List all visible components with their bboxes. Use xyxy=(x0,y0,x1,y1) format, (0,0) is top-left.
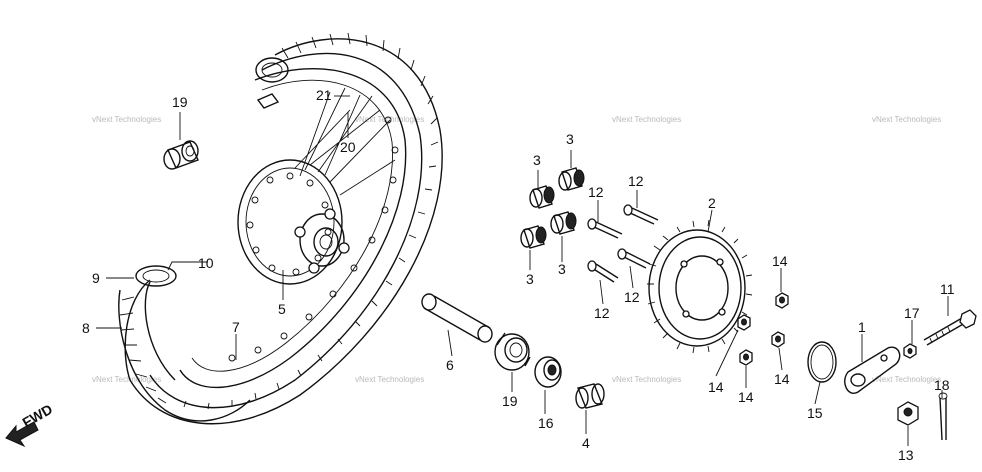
damper-parts-3 xyxy=(520,167,585,249)
damper xyxy=(529,185,555,209)
bolt-part-11 xyxy=(923,309,977,346)
callout-9: 9 xyxy=(92,270,100,286)
callout-12: 12 xyxy=(594,305,610,321)
nut-part-17 xyxy=(903,343,917,359)
watermark-text: vNext Technologies xyxy=(612,115,681,124)
wheel-assembly xyxy=(118,32,443,425)
watermark-text: vNext Technologies xyxy=(92,115,161,124)
callout-19-bottom: 19 xyxy=(502,393,518,409)
callout-12: 12 xyxy=(624,289,640,305)
collar-part-4 xyxy=(575,383,605,409)
nut-parts-14 xyxy=(737,292,789,366)
callout-21: 21 xyxy=(316,87,332,103)
watermark-text: vNext Technologies xyxy=(872,375,941,384)
fwd-direction-indicator: FWD xyxy=(5,401,56,448)
callout-17: 17 xyxy=(904,305,920,321)
hub-holes xyxy=(246,172,332,276)
damper xyxy=(520,225,547,249)
tube-opening xyxy=(135,265,177,287)
watermark-text: vNext Technologies xyxy=(612,375,681,384)
callout-8: 8 xyxy=(82,320,90,336)
watermark-text: vNext Technologies xyxy=(92,375,161,384)
watermark-text: vNext Technologies xyxy=(355,375,424,384)
callout-18: 18 xyxy=(934,377,950,393)
callout-3: 3 xyxy=(558,261,566,277)
callout-13: 13 xyxy=(898,447,914,463)
watermark-text: vNext Technologies xyxy=(355,115,424,124)
callout-3: 3 xyxy=(566,131,574,147)
leader-lines xyxy=(96,95,949,446)
callout-20: 20 xyxy=(340,139,356,155)
callout-7: 7 xyxy=(232,319,240,335)
bearing-part-19-bottom xyxy=(494,332,531,371)
callout-12: 12 xyxy=(628,173,644,189)
callout-16: 16 xyxy=(538,415,554,431)
callout-3: 3 xyxy=(533,152,541,168)
callout-14: 14 xyxy=(738,389,754,405)
nut-part-13 xyxy=(897,401,919,426)
damper xyxy=(550,211,577,235)
stud-parts-12 xyxy=(587,204,659,283)
sprocket-part-2 xyxy=(647,219,753,354)
bearing-part-19-top xyxy=(163,140,199,170)
tire-section-top xyxy=(255,57,289,83)
adjuster-part-1 xyxy=(844,346,901,394)
callout-2: 2 xyxy=(708,195,716,211)
callout-14: 14 xyxy=(774,371,790,387)
seal-part-16 xyxy=(534,356,562,388)
callout-5: 5 xyxy=(278,301,286,317)
callout-19-top: 19 xyxy=(172,94,188,110)
rim-spoke-holes xyxy=(228,116,399,362)
watermarks: vNext Technologies vNext Technologies vN… xyxy=(92,115,941,384)
callout-10: 10 xyxy=(198,255,214,271)
fwd-arrow-icon xyxy=(5,421,39,448)
callout-labels: 19 10 9 8 7 5 21 20 6 19 16 4 3 3 3 3 12… xyxy=(82,87,955,463)
cotter-pin-part-18 xyxy=(938,392,948,441)
callout-6: 6 xyxy=(446,357,454,373)
callout-14: 14 xyxy=(772,253,788,269)
axle-part-6 xyxy=(421,293,493,343)
spokes xyxy=(294,87,396,196)
tire-tread xyxy=(183,32,439,410)
callout-14: 14 xyxy=(708,379,724,395)
circlip-part-15 xyxy=(807,341,837,383)
callout-1: 1 xyxy=(858,319,866,335)
callout-15: 15 xyxy=(807,405,823,421)
damper xyxy=(558,167,585,191)
callout-4: 4 xyxy=(582,435,590,451)
watermark-text: vNext Technologies xyxy=(872,115,941,124)
callout-12: 12 xyxy=(588,184,604,200)
callout-3: 3 xyxy=(526,271,534,287)
callout-11: 11 xyxy=(940,281,955,297)
fwd-label: FWD xyxy=(20,401,56,431)
hub-flange xyxy=(237,159,343,285)
hub-assembly xyxy=(237,87,396,285)
